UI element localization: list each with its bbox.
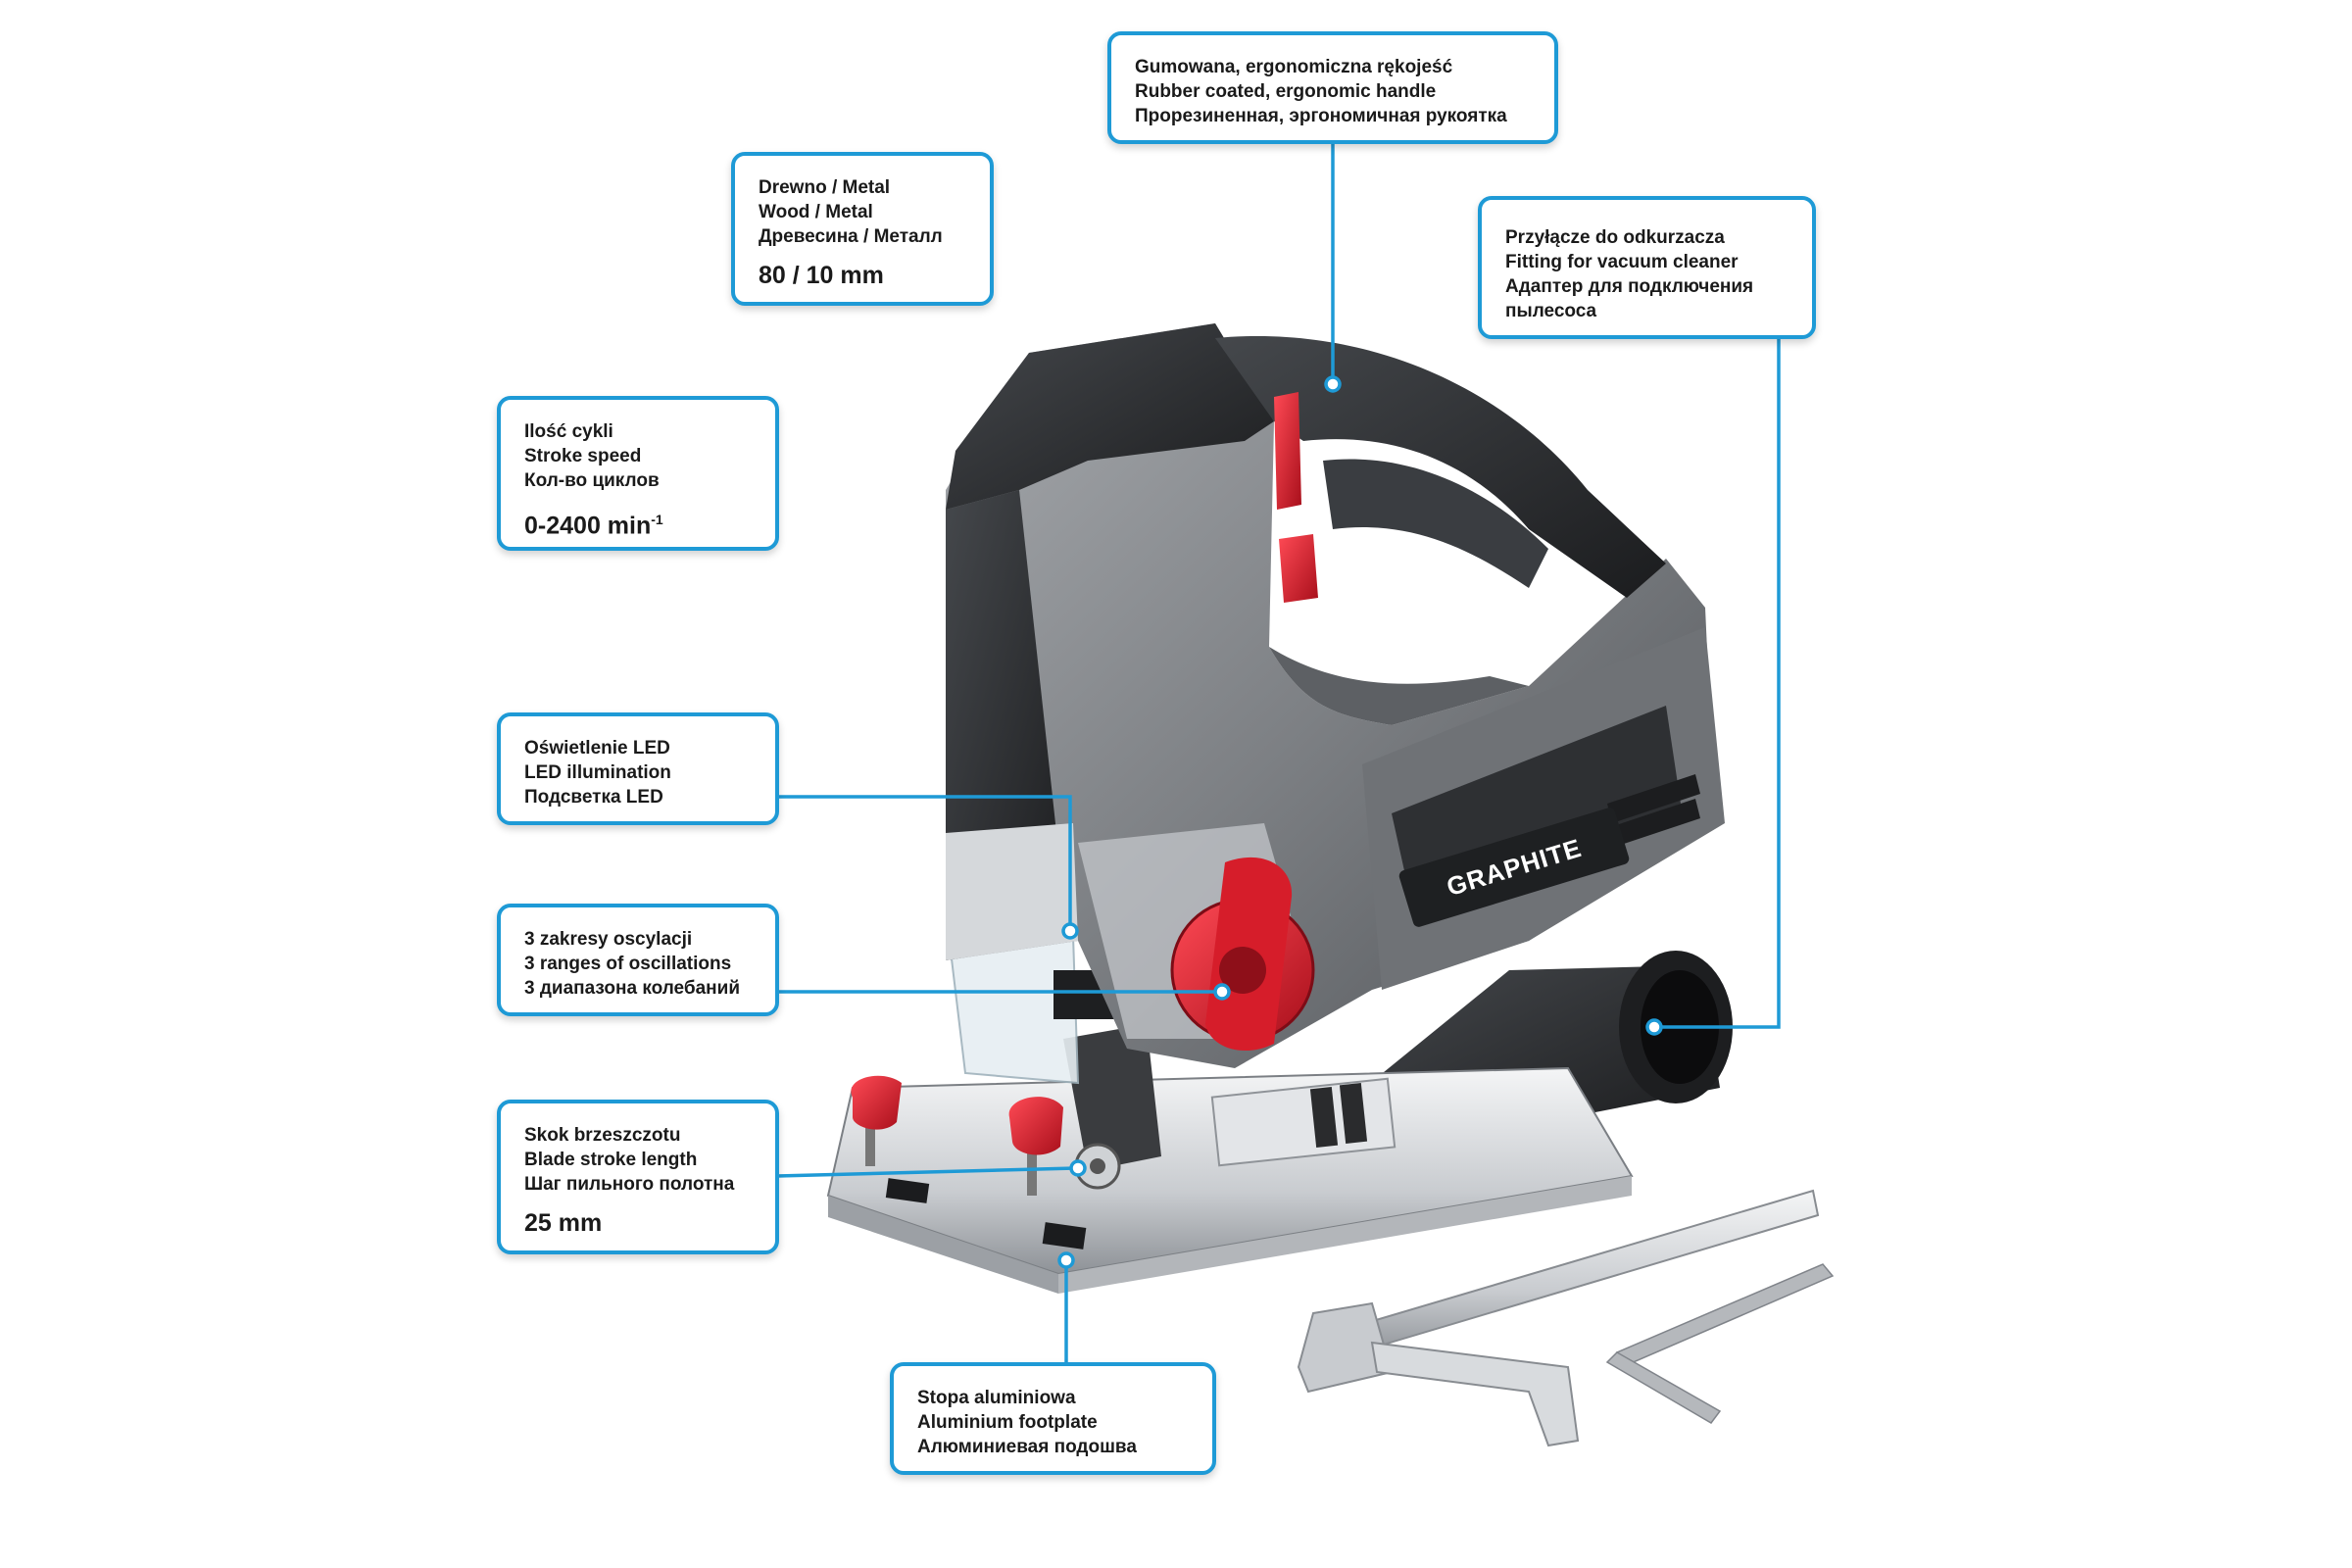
- callout-stroke-speed-value: 0-2400 min-1: [524, 505, 752, 540]
- callout-stroke-speed-line-en: Stroke speed: [524, 446, 642, 466]
- footplate-knob-left: [851, 1075, 902, 1166]
- callout-led-line-en: LED illumination: [524, 762, 671, 783]
- tool-handle: [1215, 335, 1666, 725]
- callout-handle-line-ru: Прорезиненная, эргономичная рукоятка: [1135, 106, 1507, 126]
- callout-material-line-ru: Древесина / Металл: [759, 226, 943, 247]
- callout-material-value: 80 / 10 mm: [759, 262, 884, 289]
- callout-blade-line-ru: Шаг пильного полотна: [524, 1174, 735, 1195]
- callout-footplate-line-en: Aluminium footplate: [917, 1412, 1098, 1433]
- leader-blade-dot: [1069, 1159, 1087, 1177]
- leader-oscillation-dot: [1213, 983, 1231, 1001]
- callout-vacuum-line-ru: Адаптер для подключения: [1505, 276, 1754, 297]
- callout-oscillation: 3 zakresy oscylacji 3 ranges of oscillat…: [497, 904, 779, 1016]
- callout-footplate-line-ru: Алюминиевая подошва: [917, 1437, 1137, 1457]
- leader-vacuum-dot: [1645, 1018, 1663, 1036]
- callout-oscillation-line-ru: 3 диапазона колебаний: [524, 978, 740, 999]
- callout-stroke-speed-value-sup: -1: [651, 512, 663, 527]
- callout-vacuum-line-ru-2: пылесоса: [1505, 301, 1597, 321]
- callout-led: Oświetlenie LED LED illumination Подсвет…: [497, 712, 779, 825]
- callout-material-line-pl: Drewno / Metal: [759, 177, 891, 198]
- callout-led-line-ru: Подсветка LED: [524, 787, 663, 808]
- callout-vacuum-line-pl: Przyłącze do odkurzacza: [1505, 227, 1725, 248]
- callout-stroke-speed-line-ru: Кол-во циклов: [524, 470, 660, 491]
- callout-stroke-speed-value-main: 0-2400 min: [524, 512, 652, 540]
- leader-handle-dot: [1324, 375, 1342, 393]
- callout-material-line-en: Wood / Metal: [759, 202, 873, 222]
- callout-footplate: Stopa aluminiowa Aluminium footplate Алю…: [890, 1362, 1216, 1475]
- callout-vacuum: Przyłącze do odkurzacza Fitting for vacu…: [1478, 196, 1816, 339]
- footplate-knob-right: [1008, 1097, 1063, 1196]
- callout-stroke-speed-line-pl: Ilość cykli: [524, 421, 613, 442]
- leader-led: [777, 795, 1072, 929]
- callout-oscillation-line-en: 3 ranges of oscillations: [524, 954, 732, 974]
- leader-footplate-dot: [1057, 1251, 1075, 1269]
- callout-handle-line-en: Rubber coated, ergonomic handle: [1135, 81, 1437, 102]
- callout-blade: Skok brzeszczotu Blade stroke length Шаг…: [497, 1100, 779, 1254]
- callout-blade-value: 25 mm: [524, 1209, 603, 1237]
- leader-blade: [776, 1166, 1077, 1178]
- parallel-guide: [1297, 1189, 1820, 1447]
- callout-footplate-line-pl: Stopa aluminiowa: [917, 1388, 1076, 1408]
- callout-blade-line-en: Blade stroke length: [524, 1150, 698, 1170]
- callout-blade-line-pl: Skok brzeszczotu: [524, 1125, 681, 1146]
- callout-handle-line-pl: Gumowana, ergonomiczna rękojeść: [1135, 57, 1453, 77]
- callout-vacuum-line-en: Fitting for vacuum cleaner: [1505, 252, 1739, 272]
- hex-key: [1605, 1263, 1835, 1424]
- trigger-switch: [1274, 392, 1318, 603]
- callout-stroke-speed: Ilość cykli Stroke speed Кол-во циклов 0…: [497, 396, 779, 551]
- leader-vacuum: [1656, 337, 1781, 1029]
- callout-oscillation-line-pl: 3 zakresy oscylacji: [524, 929, 693, 950]
- callout-led-line-pl: Oświetlenie LED: [524, 738, 670, 759]
- oscillation-dial: [1170, 857, 1315, 1052]
- callout-material: Drewno / Metal Wood / Metal Древесина / …: [731, 152, 994, 306]
- leader-led-dot: [1061, 922, 1079, 940]
- callout-handle: Gumowana, ergonomiczna rękojeść Rubber c…: [1107, 31, 1558, 144]
